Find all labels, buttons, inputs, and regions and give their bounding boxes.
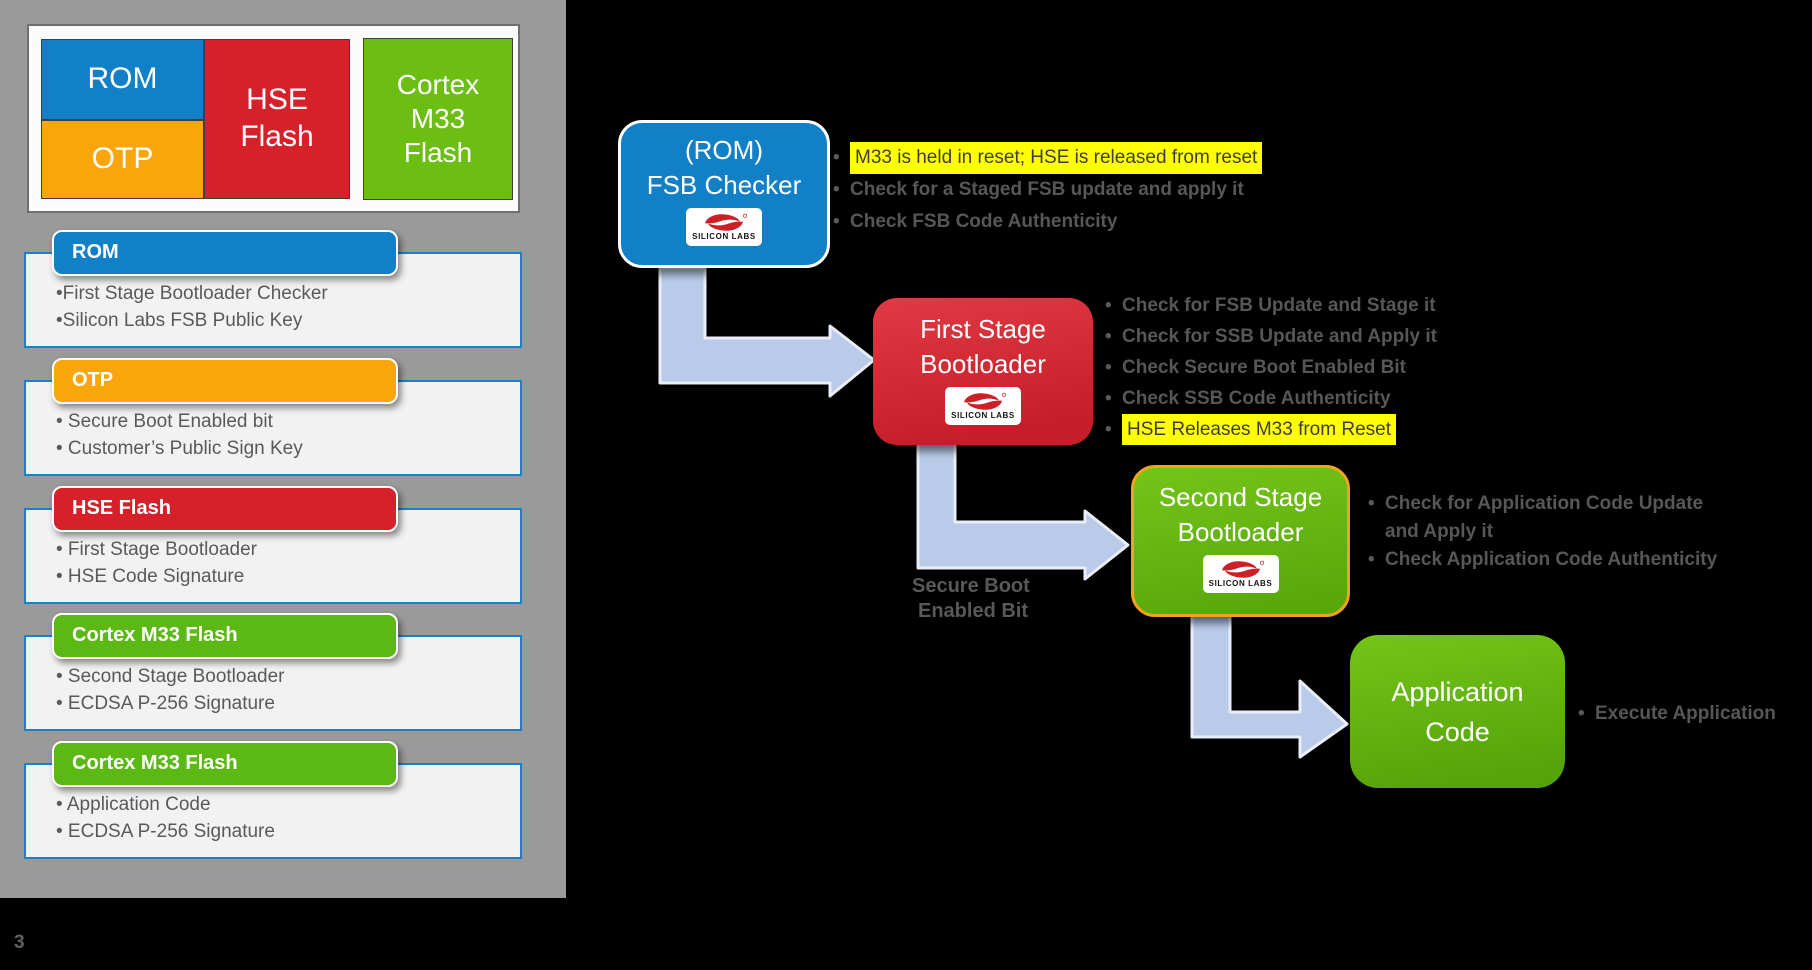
section-bullet: • Second Stage Bootloader [56, 666, 285, 687]
bullet-icon: • [1368, 493, 1375, 514]
bullet-icon: • [1105, 326, 1112, 347]
bullet-text: Check for SSB Update and Apply it [1122, 326, 1437, 347]
section-otp: • Secure Boot Enabled bit • Customer’s P… [0, 358, 566, 478]
section-cortex-m33-flash-app: • Application Code • ECDSA P-256 Signatu… [0, 741, 566, 861]
section-header-cortex-m33-flash: Cortex M33 Flash [52, 613, 398, 659]
bullet-row: • Check Secure Boot Enabled Bit [1105, 352, 1437, 383]
bullet-row: • Check for a Staged FSB update and appl… [833, 174, 1262, 206]
section-header-rom: ROM [52, 230, 398, 276]
silicon-labs-swirl-icon [964, 392, 1006, 410]
silicon-labs-logo-text: SILICON LABS [1208, 579, 1273, 588]
memory-block-label: OTP [91, 142, 154, 176]
memory-block-rom: ROM [41, 39, 204, 120]
memory-block-label: HSE Flash [240, 83, 314, 153]
section-bullet: • Application Code [56, 794, 211, 815]
fsb-checker-bullets: • M33 is held in reset; HSE is released … [833, 142, 1263, 238]
bullet-row: • M33 is held in reset; HSE is released … [833, 142, 1263, 174]
memory-block-cortex-m33-flash: Cortex M33 Flash [363, 38, 513, 200]
node-title: Application Code [1391, 672, 1523, 752]
memory-map-card: ROM OTP HSE Flash Cortex M33 Flash [27, 24, 520, 213]
section-header-hse-flash: HSE Flash [52, 486, 398, 532]
flow-node-first-stage-bootloader: First Stage Bootloader SILICON LABS [873, 298, 1093, 445]
bullet-row: • Check SSB Code Authenticity [1105, 383, 1437, 414]
memory-block-label: Cortex M33 Flash [396, 68, 480, 169]
arrow-fsbchecker-to-fsb [658, 266, 876, 398]
section-bullet: • ECDSA P-256 Signature [56, 821, 275, 842]
node-title: Second Stage Bootloader [1159, 480, 1322, 550]
arrow-label-line1: Secure Boot [912, 575, 1030, 597]
bullet-text: Check for FSB Update and Stage it [1122, 295, 1436, 316]
bullet-text: Check for a Staged FSB update and apply … [850, 179, 1244, 200]
arrow-ssb-to-app [1190, 613, 1349, 759]
silicon-labs-logo-text: SILICON LABS [692, 232, 756, 241]
node-title-line1: Second Stage [1158, 482, 1323, 512]
flow-node-application-code: Application Code [1350, 635, 1565, 788]
application-code-bullets: • Execute Application [1578, 700, 1776, 728]
bullet-text-highlighted: M33 is held in reset; HSE is released fr… [850, 142, 1263, 174]
silicon-labs-logo: SILICON LABS [945, 387, 1021, 425]
bullet-icon: • [1105, 295, 1112, 316]
section-hse-flash: • First Stage Bootloader • HSE Code Sign… [0, 486, 566, 606]
section-header-otp: OTP [52, 358, 398, 404]
section-rom: •First Stage Bootloader Checker •Silicon… [0, 230, 566, 350]
bullet-text: Check Application Code Authenticity [1385, 549, 1718, 570]
first-stage-bootloader-bullets: • Check for FSB Update and Stage it • Ch… [1105, 290, 1437, 445]
bullet-row: • HSE Releases M33 from Reset [1105, 414, 1437, 445]
bullet-row: • Check Application Code Authenticity [1368, 546, 1730, 574]
bullet-text: Check Secure Boot Enabled Bit [1122, 357, 1407, 378]
page-number: 3 [14, 932, 25, 953]
section-bullet: • Secure Boot Enabled bit [56, 411, 273, 432]
bullet-icon: • [1368, 549, 1375, 570]
bullet-row: • Check for FSB Update and Stage it [1105, 290, 1437, 321]
node-title-line2: FSB Checker [646, 170, 802, 200]
bullet-icon: • [833, 211, 840, 232]
arrow-label-line2: Enabled Bit [918, 600, 1029, 622]
node-title-line1: First Stage [920, 314, 1046, 344]
bullet-icon: • [1105, 388, 1112, 409]
bullet-icon: • [1105, 419, 1112, 440]
silicon-labs-swirl-icon [1221, 560, 1264, 578]
bullet-row: • Check for SSB Update and Apply it [1105, 321, 1437, 352]
bullet-text: Check SSB Code Authenticity [1122, 388, 1391, 409]
node-title-line2: Bootloader [1177, 517, 1304, 547]
bullet-icon: • [833, 147, 840, 168]
memory-block-hse-flash: HSE Flash [204, 39, 350, 199]
section-bullet: • Customer’s Public Sign Key [56, 438, 303, 459]
bullet-text: Check for Application Code Update and Ap… [1385, 493, 1704, 542]
silicon-labs-logo-text: SILICON LABS [951, 411, 1015, 420]
memory-overview-panel: ROM OTP HSE Flash Cortex M33 Flash •Firs… [0, 0, 566, 898]
section-bullet: • HSE Code Signature [56, 566, 245, 587]
section-header-cortex-m33-flash: Cortex M33 Flash [52, 741, 398, 787]
silicon-labs-swirl-icon [705, 213, 747, 231]
node-title-line1: (ROM) [685, 135, 763, 165]
node-title: First Stage Bootloader [920, 312, 1046, 382]
node-title-line1: Application [1391, 676, 1524, 707]
section-bullet: •Silicon Labs FSB Public Key [56, 310, 303, 331]
section-cortex-m33-flash-ssb: • Second Stage Bootloader • ECDSA P-256 … [0, 613, 566, 733]
bullet-text: Execute Application [1595, 703, 1776, 724]
second-stage-bootloader-bullets: • Check for Application Code Update and … [1368, 490, 1730, 574]
section-bullet: •First Stage Bootloader Checker [56, 283, 328, 304]
bullet-text-highlighted: HSE Releases M33 from Reset [1122, 414, 1396, 445]
memory-block-label: ROM [87, 62, 158, 96]
flow-node-second-stage-bootloader: Second Stage Bootloader SILICON LABS [1131, 465, 1350, 617]
bullet-text: Check FSB Code Authenticity [850, 211, 1118, 232]
bullet-icon: • [1105, 357, 1112, 378]
arrow-label-secure-boot: Secure Boot Enabled Bit [912, 574, 1030, 624]
bullet-icon: • [833, 179, 840, 200]
silicon-labs-logo: SILICON LABS [686, 208, 762, 246]
node-title-line2: Code [1425, 716, 1490, 747]
section-bullet: • ECDSA P-256 Signature [56, 693, 275, 714]
node-title-line2: Bootloader [920, 349, 1046, 379]
arrow-fsb-to-ssb [916, 441, 1130, 581]
section-bullet: • First Stage Bootloader [56, 539, 257, 560]
bullet-row: • Check for Application Code Update and … [1368, 490, 1730, 546]
bullet-row: • Check FSB Code Authenticity [833, 206, 1262, 238]
silicon-labs-logo: SILICON LABS [1202, 555, 1279, 593]
node-title: (ROM) FSB Checker [647, 133, 802, 203]
flow-node-rom-fsb-checker: (ROM) FSB Checker SILICON LABS [618, 120, 830, 268]
memory-block-otp: OTP [41, 120, 204, 199]
bullet-row: • Execute Application [1578, 700, 1776, 728]
bullet-icon: • [1578, 703, 1585, 724]
